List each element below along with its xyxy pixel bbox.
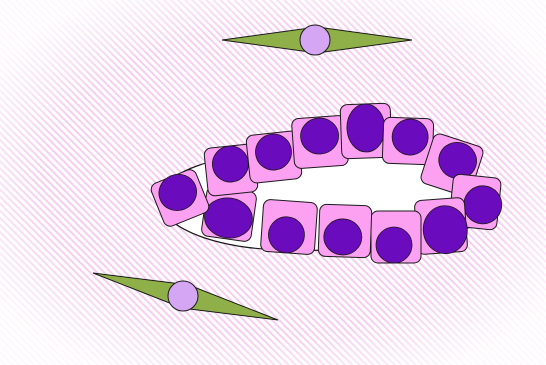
- spindle-cell-nucleus: [168, 281, 198, 311]
- epithelial-cell: [318, 204, 372, 258]
- epithelial-cell-nucleus: [376, 227, 412, 263]
- epithelial-cell: [260, 199, 317, 255]
- epithelial-cell: [291, 115, 348, 169]
- epithelial-cell: [382, 117, 434, 165]
- epithelial-cell: [371, 211, 421, 263]
- epithelial-cell: [414, 197, 469, 255]
- spindle-cell-nucleus: [300, 25, 330, 55]
